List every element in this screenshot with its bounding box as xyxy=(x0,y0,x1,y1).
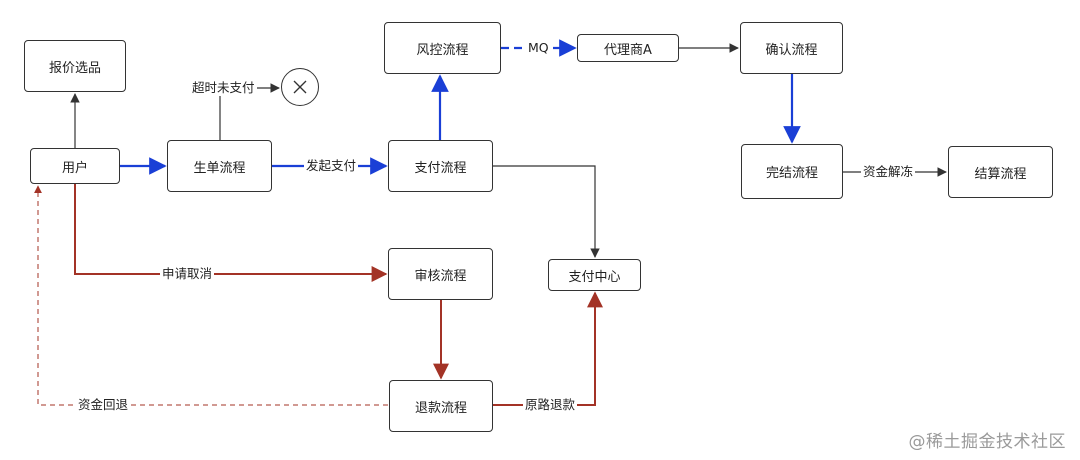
node-complete: 完结流程 xyxy=(741,144,843,199)
node-order-label: 生单流程 xyxy=(193,160,246,176)
node-quote-label: 报价选品 xyxy=(48,60,101,76)
edge-user-to-audit xyxy=(74,184,388,282)
edge-label-fund-return: 资金回退 xyxy=(76,397,131,413)
node-settle-label: 结算流程 xyxy=(974,166,1027,182)
node-quote: 报价选品 xyxy=(24,40,126,92)
edge-pay-to-paycenter xyxy=(493,165,600,258)
node-confirm: 确认流程 xyxy=(740,22,843,74)
cross-circle-icon xyxy=(281,68,319,106)
node-paycenter: 支付中心 xyxy=(548,259,641,291)
node-risk-label: 风控流程 xyxy=(416,42,469,58)
edge-label-initiate-pay: 发起支付 xyxy=(304,158,359,174)
edge-label-timeout: 超时未支付 xyxy=(190,80,257,96)
edge-refund-to-paycenter xyxy=(493,291,603,406)
node-pay: 支付流程 xyxy=(388,140,493,192)
node-settle: 结算流程 xyxy=(948,146,1053,198)
node-risk: 风控流程 xyxy=(384,22,501,74)
node-order: 生单流程 xyxy=(167,140,272,192)
edge-label-original-refund: 原路退款 xyxy=(523,397,578,413)
node-audit-label: 审核流程 xyxy=(414,268,467,284)
node-complete-label: 完结流程 xyxy=(765,166,818,181)
edge-refund-to-user-dashed xyxy=(34,185,388,406)
node-agent-label: 代理商A xyxy=(604,42,652,58)
watermark: @稀土掘金技术社区 xyxy=(908,432,1066,452)
node-agent: 代理商A xyxy=(577,34,679,62)
node-audit: 审核流程 xyxy=(388,248,493,300)
node-refund-label: 退款流程 xyxy=(414,400,467,416)
node-refund: 退款流程 xyxy=(389,380,493,432)
node-paycenter-label: 支付中心 xyxy=(568,269,621,285)
edge-label-unfreeze: 资金解冻 xyxy=(861,164,916,180)
edge-label-mq: MQ xyxy=(526,40,551,56)
node-confirm-label: 确认流程 xyxy=(765,42,818,58)
node-user: 用户 xyxy=(30,148,120,184)
node-pay-label: 支付流程 xyxy=(414,160,467,176)
edge-label-apply-cancel: 申请取消 xyxy=(160,266,215,282)
node-user-label: 用户 xyxy=(61,160,88,176)
